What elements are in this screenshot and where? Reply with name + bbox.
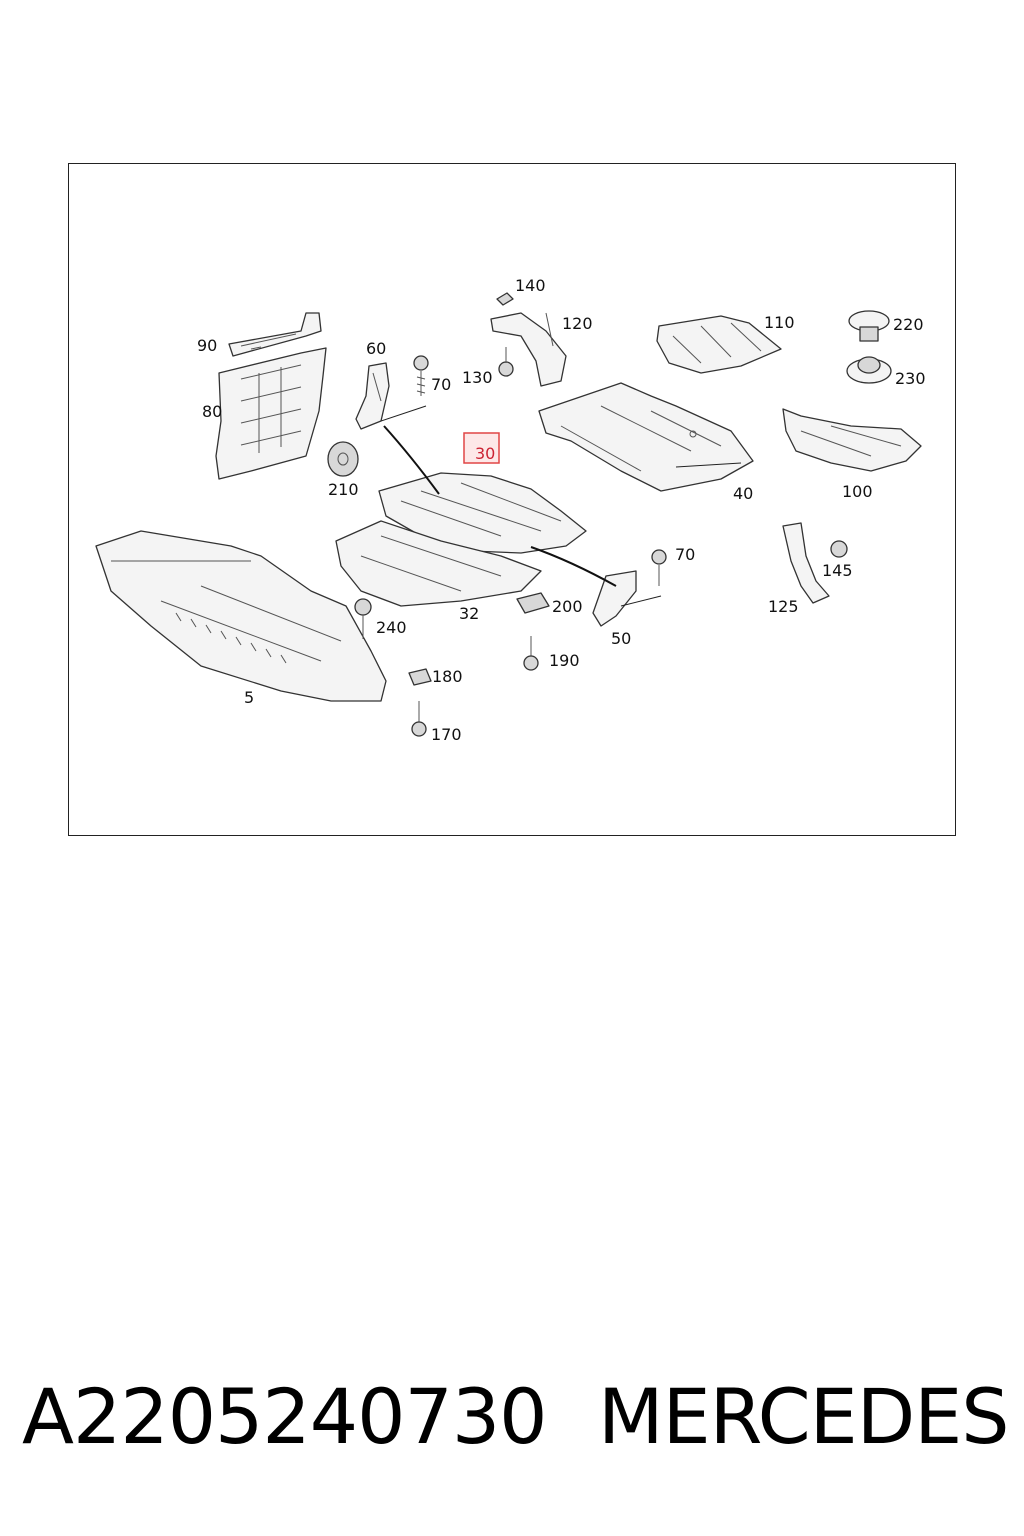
bolt-70-upper	[413, 355, 429, 396]
part-230-grommet	[846, 356, 892, 384]
callout-125[interactable]: 125	[768, 597, 799, 616]
part-180-clip	[408, 668, 432, 686]
callout-90[interactable]: 90	[197, 336, 217, 355]
part-100-side-cover	[782, 408, 922, 472]
callout-170[interactable]: 170	[431, 725, 462, 744]
part-number: A2205240730	[22, 1372, 548, 1461]
callout-130[interactable]: 130	[462, 368, 493, 387]
callout-230[interactable]: 230	[895, 369, 926, 388]
exploded-parts-diagram: 30 90 80 60 70 210 140 120 130 110 220 2…	[95, 276, 926, 744]
callout-60[interactable]: 60	[366, 339, 386, 358]
callout-30[interactable]: 30	[475, 444, 495, 463]
part-220-plug	[848, 310, 890, 342]
part-40-engine-cover	[538, 382, 754, 492]
part-32-lower-cover	[335, 520, 542, 607]
callout-70-upper[interactable]: 70	[431, 375, 451, 394]
callout-120[interactable]: 120	[562, 314, 593, 333]
brand-name: MERCEDES	[598, 1372, 1009, 1461]
cables	[383, 425, 617, 587]
part-80-side-panel	[215, 347, 327, 480]
callout-110[interactable]: 110	[764, 313, 795, 332]
screw-240	[354, 598, 372, 639]
highlight-box-30	[463, 432, 500, 464]
callout-200[interactable]: 200	[552, 597, 583, 616]
bolt-190	[523, 636, 539, 671]
callout-40[interactable]: 40	[733, 484, 753, 503]
part-145-nut	[830, 540, 848, 558]
screw-170	[411, 701, 427, 737]
callout-70-lower[interactable]: 70	[675, 545, 695, 564]
part-200-clip-nut	[516, 592, 550, 614]
callout-80[interactable]: 80	[202, 402, 222, 421]
part-130-nut	[498, 347, 514, 377]
part-50-duct	[592, 570, 637, 627]
callout-210[interactable]: 210	[328, 480, 359, 499]
leader-lines	[380, 405, 742, 607]
callout-100[interactable]: 100	[842, 482, 873, 501]
part-110-rear-panel	[656, 315, 782, 374]
footer: A2205240730 MERCEDES	[0, 1372, 1024, 1462]
callout-190[interactable]: 190	[549, 651, 580, 670]
part-90-bracket	[228, 312, 322, 357]
part-210-grommet	[327, 441, 359, 477]
part-60-duct	[355, 362, 390, 430]
callout-50[interactable]: 50	[611, 629, 631, 648]
callout-145[interactable]: 145	[822, 561, 853, 580]
callout-32[interactable]: 32	[459, 604, 479, 623]
part-140-clip	[496, 292, 514, 306]
callout-140[interactable]: 140	[515, 276, 546, 295]
part-125-bracket	[782, 522, 830, 604]
callout-240[interactable]: 240	[376, 618, 407, 637]
diagram-frame: 30 90 80 60 70 210 140 120 130 110 220 2…	[68, 163, 956, 836]
part-120-bracket	[490, 312, 567, 387]
part-5-front-shield	[95, 530, 387, 702]
bolt-70-lower	[651, 549, 667, 586]
callout-180[interactable]: 180	[432, 667, 463, 686]
callout-5[interactable]: 5	[244, 688, 254, 707]
callout-220[interactable]: 220	[893, 315, 924, 334]
